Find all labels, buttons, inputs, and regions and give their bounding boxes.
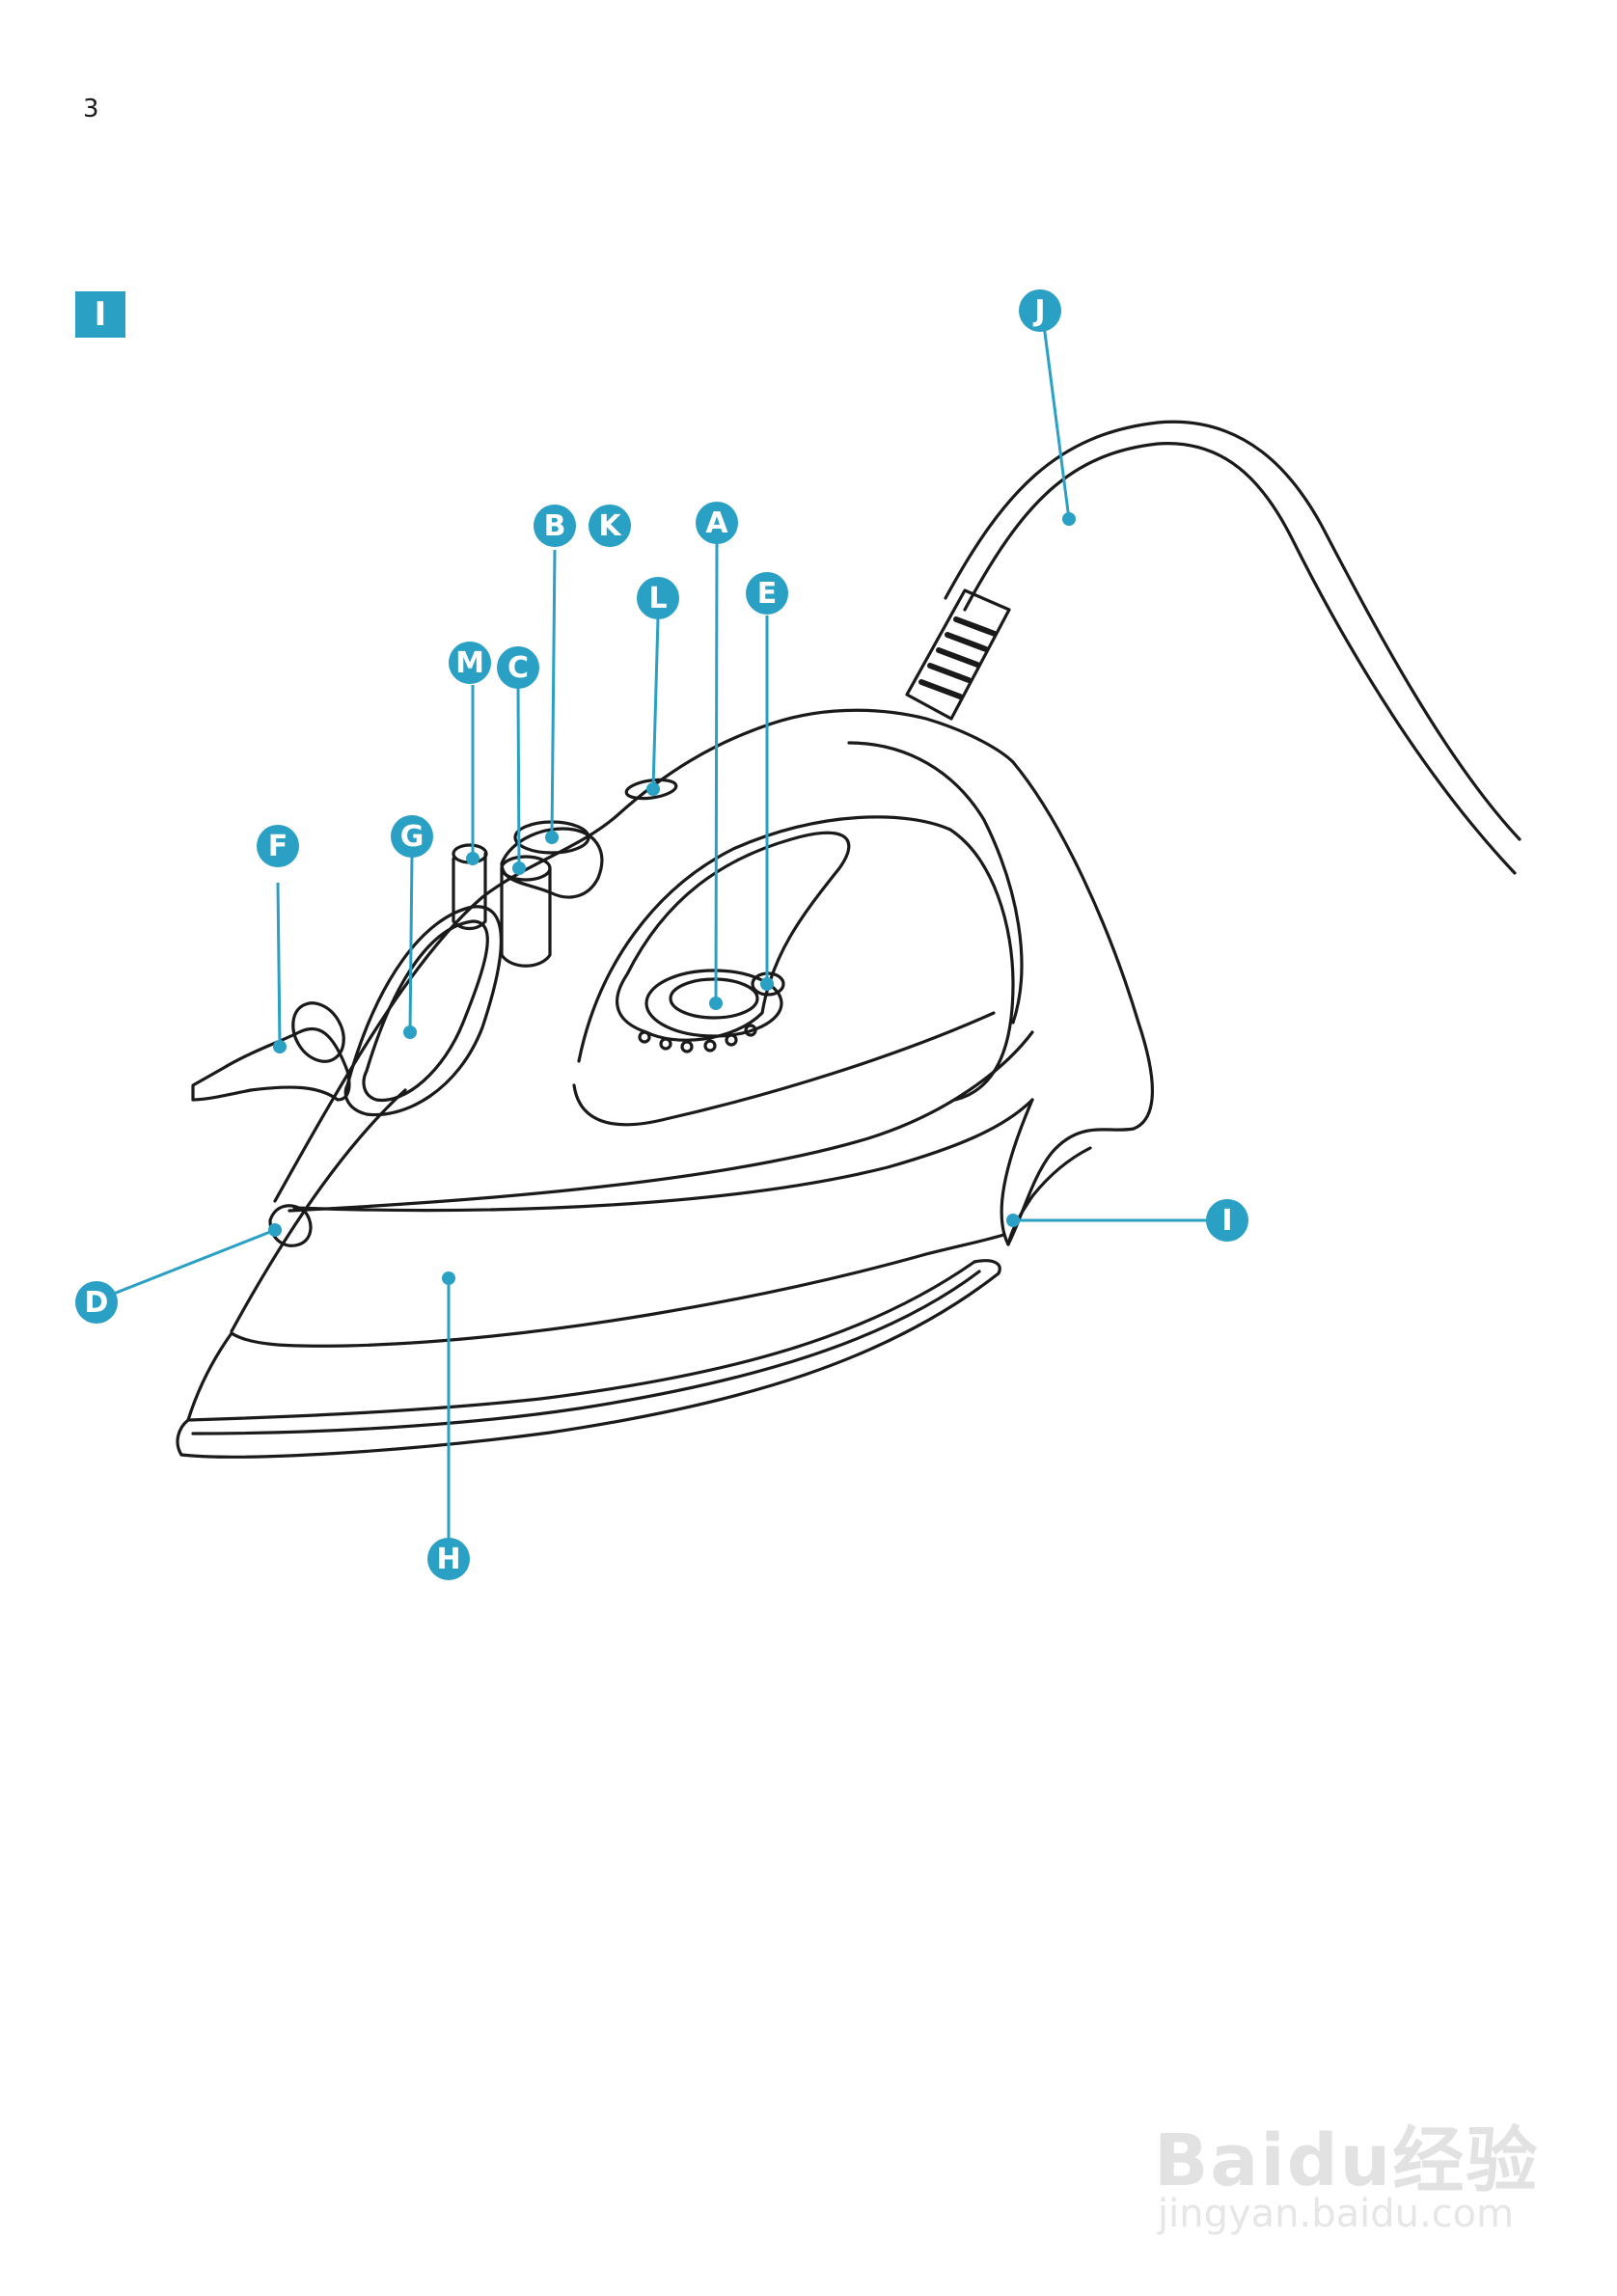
upper-housing [1006, 760, 1154, 1246]
callout-l: L [637, 577, 679, 619]
heel-rest [1006, 1146, 1092, 1246]
filler-cap-knob [291, 1001, 345, 1063]
handle-outline [273, 708, 1015, 1203]
callout-label: C [507, 651, 529, 685]
callout-b: B [534, 505, 576, 547]
callout-k: K [589, 505, 631, 547]
skirt-side [1000, 1098, 1034, 1246]
dial-markings [638, 1024, 757, 1053]
callout-label: F [268, 830, 288, 863]
callout-label: L [648, 582, 667, 615]
callout-label: G [400, 820, 425, 854]
filler-cap [191, 1026, 351, 1102]
callout-label: D [85, 1286, 109, 1320]
soleplate-nose [176, 1418, 190, 1457]
skirt-band [230, 1233, 1005, 1348]
callout-i: I [1206, 1199, 1248, 1242]
temperature-dial [644, 969, 783, 1038]
spray-button-top [500, 855, 552, 882]
handle-opening [616, 831, 851, 1042]
skirt-body [230, 1088, 407, 1333]
soleplate-inner [191, 1270, 981, 1435]
callout-label: A [705, 506, 728, 540]
watermark-brand: Baidu经验 [1154, 2119, 1540, 2202]
callout-d: D [75, 1281, 118, 1324]
body-shell-line [288, 1030, 1034, 1213]
lower-panel [572, 1011, 996, 1127]
drip-stop-body [452, 852, 487, 931]
indicator-window [624, 778, 678, 801]
soleplate-bottom [179, 1259, 1001, 1459]
section-badge: I [75, 291, 125, 338]
housing-contour [847, 741, 1024, 1025]
skirt-front [186, 1331, 233, 1422]
steam-button-body [500, 827, 604, 899]
cord-ribs [918, 616, 998, 699]
page-number: 3 [83, 95, 99, 123]
water-tank-window-outer [343, 905, 503, 1117]
soleplate-top [186, 1260, 976, 1422]
callout-g: G [391, 815, 433, 858]
callout-label: K [598, 509, 622, 543]
power-cord [963, 442, 1517, 875]
callout-f: F [257, 825, 299, 867]
watermark-url: jingyan.baidu.com [1158, 2192, 1515, 2236]
callout-m: M [449, 642, 491, 684]
callout-label: B [544, 509, 566, 543]
spray-button-body [500, 866, 552, 968]
callout-label: J [1032, 294, 1045, 328]
leader-lines [96, 324, 1227, 1559]
callout-label: E [757, 577, 778, 611]
callout-a: A [696, 502, 738, 544]
cord-strain-relief [905, 588, 1011, 721]
temperature-dial-inner [669, 977, 759, 1020]
power-cord-inner [944, 420, 1521, 841]
callout-h: H [427, 1538, 470, 1580]
callout-j: J [1019, 289, 1061, 332]
callout-label: H [436, 1543, 460, 1576]
callout-e: E [746, 572, 788, 615]
leader-dots [268, 512, 1076, 1285]
skirt-top [292, 1098, 1034, 1213]
water-tank-window [362, 919, 489, 1103]
callout-c: C [497, 646, 539, 689]
iron-illustration [176, 420, 1521, 1459]
handle-inner-curve [577, 815, 1015, 1102]
nozzle-body [268, 1204, 313, 1247]
callout-label: I [1221, 1204, 1232, 1238]
callout-label: M [455, 646, 484, 680]
